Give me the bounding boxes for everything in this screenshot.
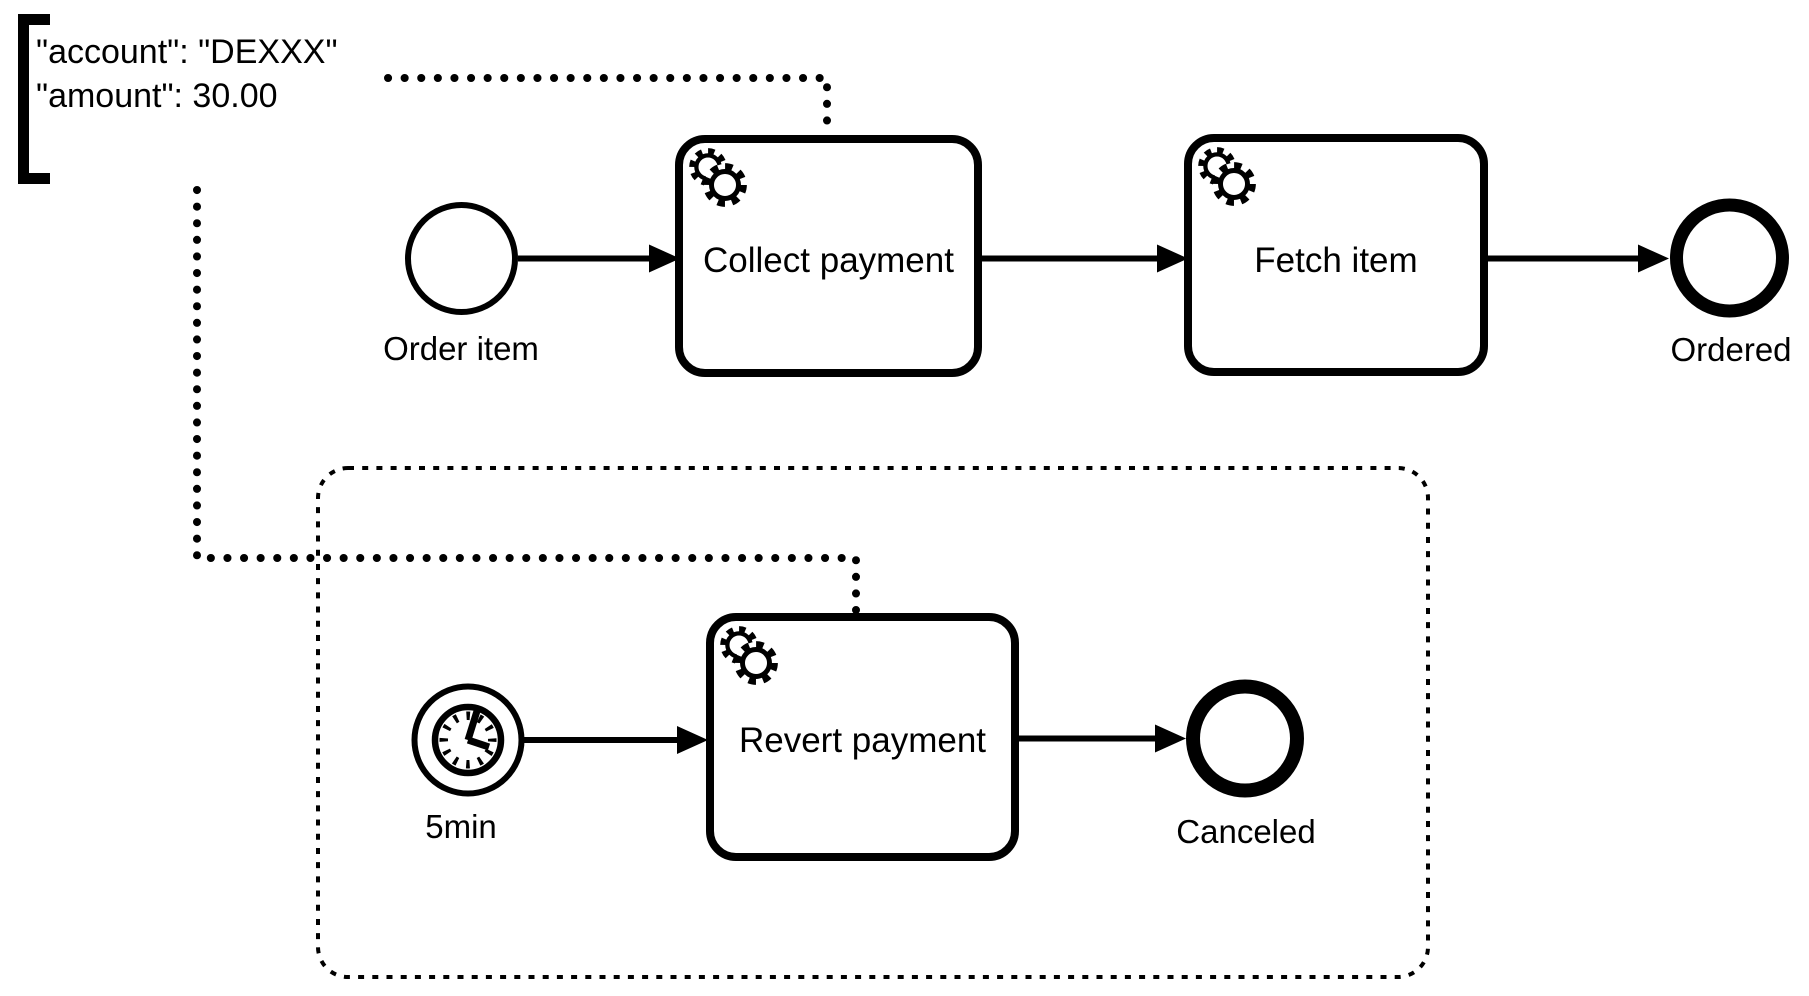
sequence-flow-collect-to-fetch[interactable] [979,244,1188,273]
clock-icon [439,709,497,769]
timer-start-event[interactable] [411,683,525,797]
task-label: Fetch item [1254,241,1417,280]
annotation-line-2: "amount": 30.00 [36,77,278,115]
arrowhead-icon [677,726,708,754]
task-label: Revert payment [739,721,986,760]
association-annotation-to-revert-payment[interactable] [193,186,860,615]
start-event-order-item[interactable] [405,202,518,315]
annotation-bracket [18,14,50,184]
sequence-flow-fetch-to-ordered[interactable] [1484,244,1669,273]
arrowhead-icon [1155,724,1186,753]
task-label: Collect payment [703,241,954,280]
task-revert-payment[interactable]: Revert payment [706,613,1019,861]
arrowhead-icon [1638,244,1669,273]
task-shape[interactable] [1184,134,1488,376]
sequence-flow-revert-to-canceled[interactable] [1015,724,1186,753]
task-collect-payment[interactable]: Collect payment [675,135,982,377]
gears-icon [693,152,746,206]
end-event-label[interactable]: Canceled [1176,813,1315,850]
end-event-canceled[interactable] [1186,679,1304,798]
start-event-circle[interactable] [405,202,518,315]
sequence-flow-start-to-collect[interactable] [518,244,680,273]
sequence-flow-timer-to-revert[interactable] [524,726,708,754]
timer-event-label[interactable]: 5min [425,808,497,845]
gears-icon [724,630,777,684]
text-annotation[interactable]: "account": "DEXXX" "amount": 30.00 [18,14,338,184]
arrowhead-icon [649,244,680,273]
gears-icon [1202,151,1255,205]
end-event-circle[interactable] [1670,198,1789,318]
end-event-ordered[interactable] [1670,198,1789,318]
annotation-line-1: "account": "DEXXX" [36,33,338,71]
task-shape[interactable] [675,135,982,377]
start-event-label[interactable]: Order item [383,330,539,367]
end-event-label[interactable]: Ordered [1670,331,1791,368]
task-fetch-item[interactable]: Fetch item [1184,134,1488,376]
arrowhead-icon [1157,244,1188,273]
end-event-circle[interactable] [1186,679,1304,798]
association-annotation-to-collect-payment[interactable] [384,74,831,136]
event-subprocess-boundary[interactable] [316,466,1430,979]
